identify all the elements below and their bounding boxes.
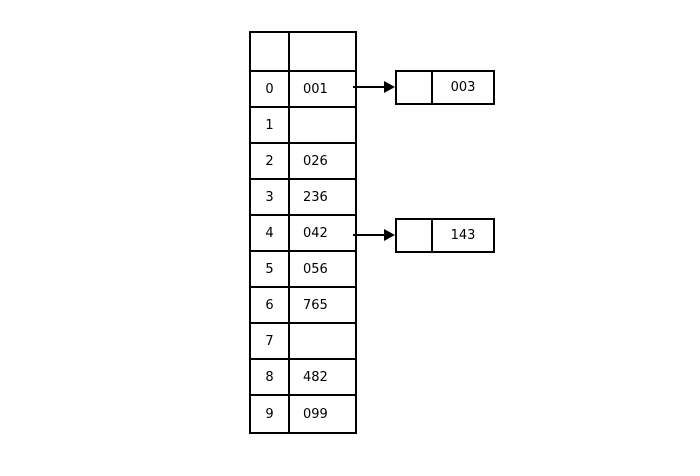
row-index-cell: 2	[251, 144, 290, 178]
table-row: 9 099	[251, 396, 355, 432]
arrow-right-icon	[353, 229, 395, 241]
row-index-cell: 0	[251, 72, 290, 106]
hash-table: 0 001 1 2 026 3 236 4 042 5 056 6 765	[249, 31, 357, 434]
row-value-cell: 765	[303, 297, 328, 313]
table-row: 1	[251, 108, 355, 144]
row-index-cell: 8	[251, 360, 290, 394]
row-index-cell: 3	[251, 180, 290, 214]
row-index-cell: 7	[251, 324, 290, 358]
table-row: 0 001	[251, 72, 355, 108]
row-index-cell: 4	[251, 216, 290, 250]
header-index-cell	[251, 33, 290, 70]
row-value-cell	[290, 324, 355, 358]
arrow-head	[384, 81, 395, 93]
row-index-cell: 9	[251, 396, 290, 432]
row-index-cell: 5	[251, 252, 290, 286]
chain-node: 003	[395, 70, 495, 105]
row-value-cell: 056	[303, 261, 328, 277]
table-row: 6 765	[251, 288, 355, 324]
row-value-cell: 001	[303, 81, 328, 97]
table-row: 2 026	[251, 144, 355, 180]
chain-node: 143	[395, 218, 495, 253]
table-row: 7	[251, 324, 355, 360]
table-row: 5 056	[251, 252, 355, 288]
node-pointer-cell	[397, 72, 433, 103]
arrow-shaft	[353, 86, 384, 88]
row-value-cell: 099	[303, 406, 328, 422]
header-value-cell	[290, 33, 355, 70]
node-key-cell: 003	[450, 80, 476, 95]
row-value-cell: 042	[303, 225, 328, 241]
row-index-cell: 6	[251, 288, 290, 322]
row-value-cell	[290, 108, 355, 142]
table-row: 8 482	[251, 360, 355, 396]
arrow-head	[384, 229, 395, 241]
row-value-cell: 482	[303, 369, 328, 385]
table-row: 3 236	[251, 180, 355, 216]
node-pointer-cell	[397, 220, 433, 251]
table-header-row	[251, 33, 355, 72]
node-key-cell: 143	[450, 228, 476, 243]
row-value-cell: 026	[303, 153, 328, 169]
row-index-cell: 1	[251, 108, 290, 142]
arrow-right-icon	[353, 81, 395, 93]
table-row: 4 042	[251, 216, 355, 252]
arrow-shaft	[353, 234, 384, 236]
row-value-cell: 236	[303, 189, 328, 205]
